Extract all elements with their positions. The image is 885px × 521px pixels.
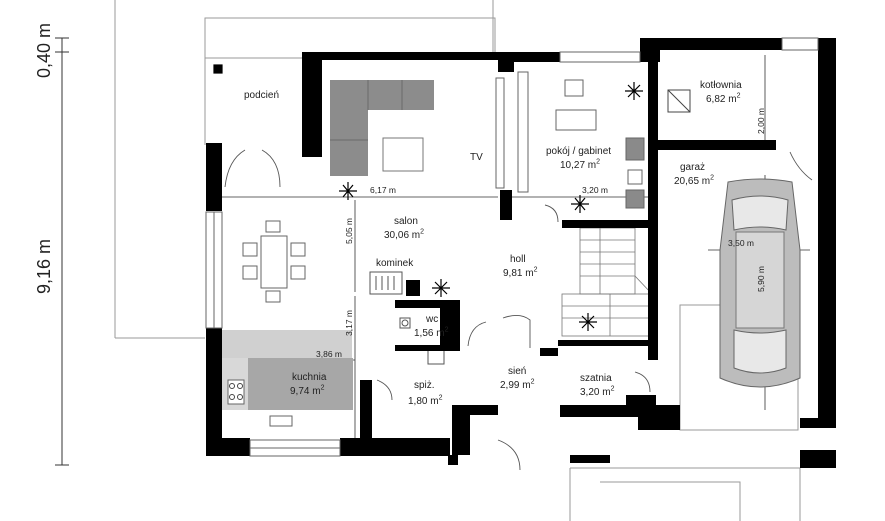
room-area-spiz: 1,80 m2 xyxy=(408,394,443,407)
sofa xyxy=(330,80,434,176)
tv-label: TV xyxy=(470,152,483,163)
boiler xyxy=(667,89,691,113)
door-swings xyxy=(224,149,813,471)
dimension-salon-depth: 5,05 m xyxy=(344,218,354,244)
dimension-kuchnia-width: 3,86 m xyxy=(316,349,342,359)
room-area-kuchnia: 9,74 m2 xyxy=(290,384,325,397)
room-label-kuchnia: kuchnia xyxy=(292,372,327,383)
dimension-pokoj-width: 3,20 m xyxy=(582,185,608,195)
room-label-wc: wc xyxy=(426,314,439,325)
dimension-top-offset: 0,40 m xyxy=(34,22,54,78)
room-area-kotlownia: 6,82 m2 xyxy=(706,92,741,105)
dimension-overall-height: 9,16 m xyxy=(34,238,54,294)
walls xyxy=(206,38,836,468)
dimension-garaz-width: 3,50 m xyxy=(728,238,754,248)
room-area-salon: 30,06 m2 xyxy=(384,228,425,241)
room-label-holl: holl xyxy=(510,254,526,265)
room-label-garaz: garaż xyxy=(680,162,706,173)
left-dimension-lines xyxy=(55,37,69,466)
room-label-salon: salon xyxy=(394,216,418,227)
room-area-sien: 2,99 m2 xyxy=(500,378,535,391)
office-furniture xyxy=(517,71,645,209)
room-area-szatnia: 3,20 m2 xyxy=(580,385,615,398)
windows xyxy=(205,37,819,457)
room-label-pokoj: pokój / gabinet xyxy=(546,146,612,157)
stairs xyxy=(561,227,653,337)
room-area-garaz: 20,65 m2 xyxy=(674,174,715,187)
dimension-kuchnia-depth: 3,17 m xyxy=(344,310,354,336)
dimension-kotlownia-depth: 2,00 m xyxy=(756,108,766,134)
kitchen-counter xyxy=(222,330,353,427)
dining-table xyxy=(242,220,306,303)
plants xyxy=(213,64,643,331)
room-label-kominek: kominek xyxy=(376,258,414,269)
room-label-podcien: podcień xyxy=(244,90,280,101)
room-label-szatnia: szatnia xyxy=(580,373,612,384)
dimension-salon-width: 6,17 m xyxy=(370,185,396,195)
room-area-pokoj: 10,27 m2 xyxy=(560,158,601,171)
car xyxy=(719,178,801,388)
room-area-holl: 9,81 m2 xyxy=(503,266,538,279)
room-area-wc: 1,56 m2 xyxy=(414,326,449,339)
dimension-garaz-depth: 5,90 m xyxy=(756,266,766,292)
room-label-spiz: spiż. xyxy=(414,380,435,391)
room-label-kotlownia: kotłownia xyxy=(700,80,742,91)
tv-stand xyxy=(495,77,505,189)
fireplace xyxy=(369,271,420,296)
wc-fixtures xyxy=(399,317,445,365)
room-label-sien: sień xyxy=(508,366,527,377)
